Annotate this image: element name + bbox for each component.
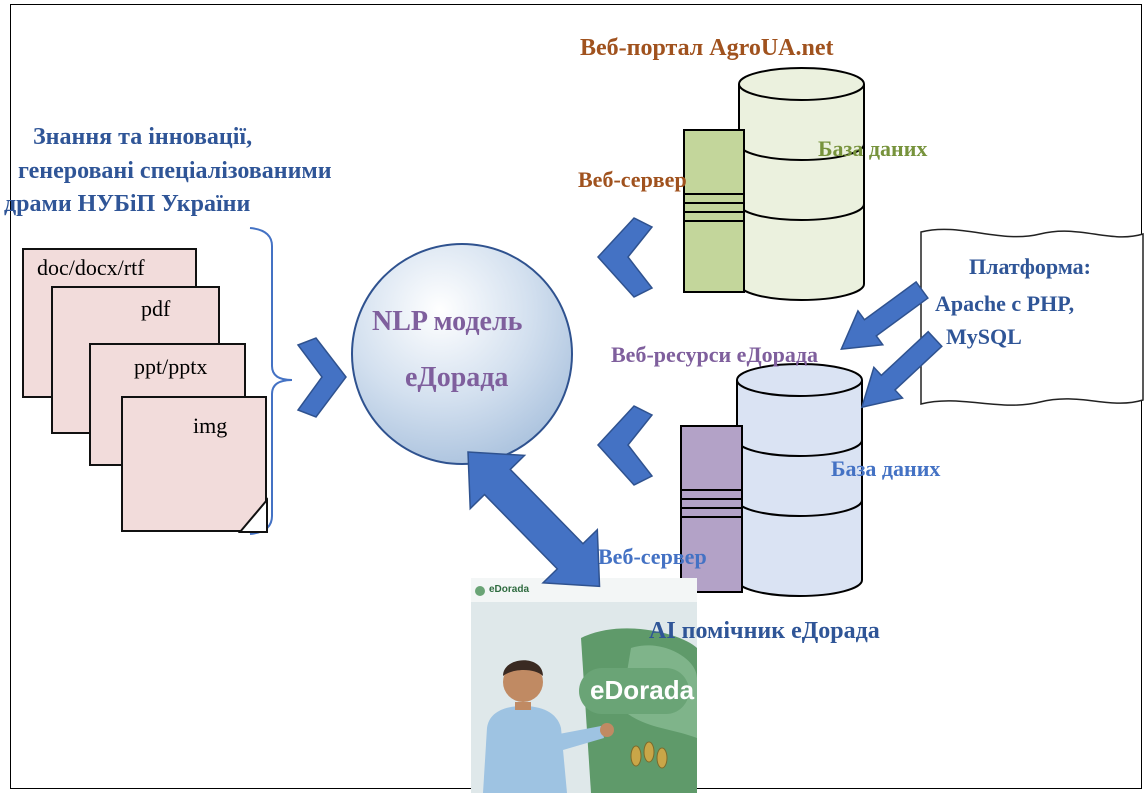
edorada-card-logo: eDorada — [489, 584, 530, 595]
edorada-webserver-label: Веб-сервер — [598, 544, 707, 569]
doc-label-img: img — [193, 413, 228, 438]
knowledge-line-3: драми НУБіП України — [4, 191, 251, 217]
edorada-card-art — [471, 578, 697, 793]
doc-label-ppt: ppt/pptx — [134, 354, 208, 379]
database-agroua — [738, 67, 865, 301]
doc-label-doc: doc/docx/rtf — [37, 255, 145, 280]
edorada-resources-title: Веб-ресурси еДорада — [611, 342, 818, 367]
nlp-model-label: NLP модель — [372, 306, 523, 337]
agroua-db-label: База даних — [818, 136, 928, 161]
knowledge-line-1: Знання та інновації, — [33, 124, 253, 150]
platform-line-1: Платформа: — [969, 254, 1091, 279]
doc-label-pdf: pdf — [141, 296, 171, 321]
chevron-arrow-edorada — [596, 405, 654, 486]
platform-line-2: Apache с PHP, — [935, 291, 1075, 316]
webserver-agroua — [683, 129, 745, 293]
platform-line-3: MySQL — [946, 324, 1022, 349]
arrow-platform-to-db1 — [840, 280, 929, 350]
brace-shape — [249, 227, 293, 535]
agroua-webserver-label: Веб-сервер — [578, 167, 687, 192]
agroua-portal-title: Веб-портал AgroUA.net — [580, 35, 834, 61]
nlp-circle — [351, 243, 573, 465]
database-edorada — [736, 363, 863, 597]
chevron-arrow-agroua — [596, 217, 654, 298]
webserver-edorada — [680, 425, 743, 593]
edorada-assistant-image: eDorada eDorada — [471, 578, 697, 793]
doc-file-img — [121, 396, 267, 532]
platform-note — [920, 228, 1144, 406]
edorada-card-badge: eDorada — [590, 675, 695, 705]
chevron-arrow-docs — [296, 337, 347, 418]
knowledge-line-2: генеровані спеціалізованими — [18, 158, 332, 184]
edorada-db-label: База даних — [831, 456, 941, 481]
arrow-platform-to-db2 — [860, 330, 943, 409]
nlp-name-label: еДорада — [405, 362, 509, 393]
ai-assistant-label: AI помічник еДорада — [649, 618, 880, 644]
